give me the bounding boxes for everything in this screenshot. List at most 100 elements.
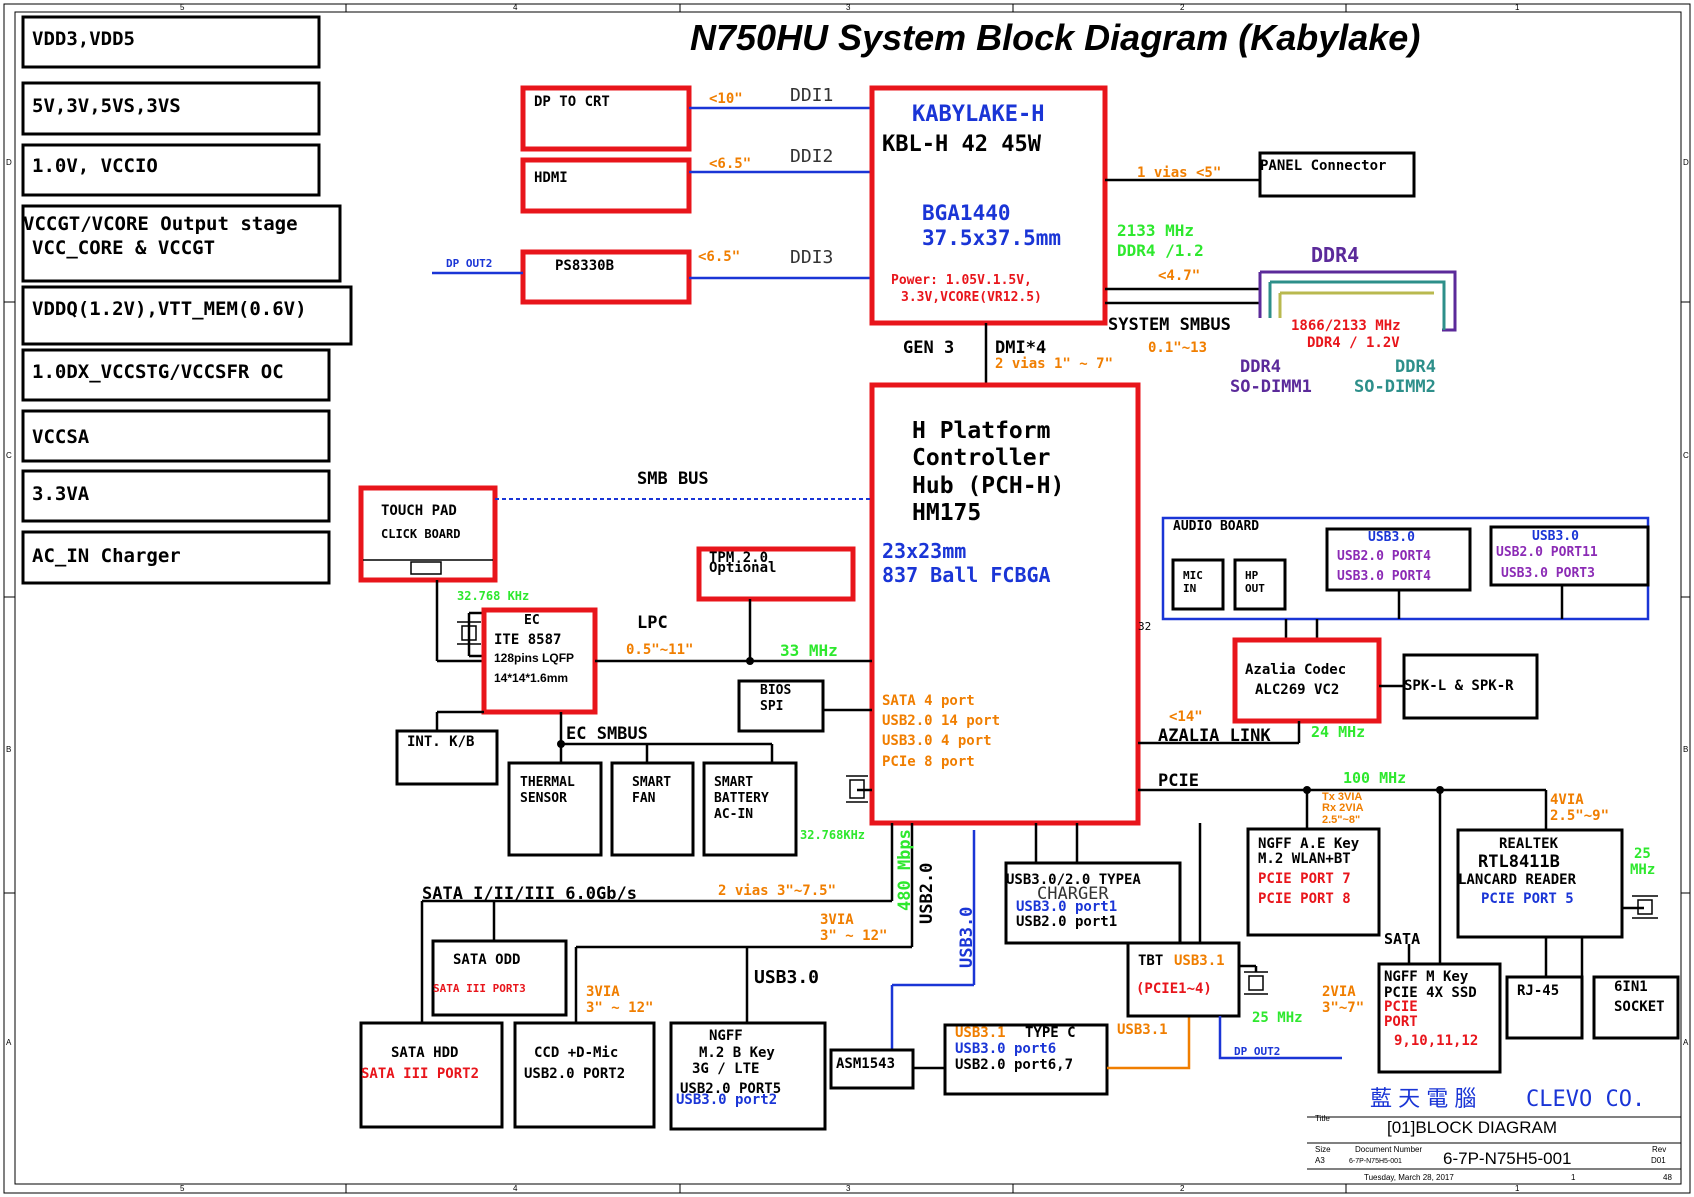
audio-usb1-usb3: USB3.0 PORT4 (1337, 569, 1431, 584)
title-block: 藍 天 電 腦 CLEVO CO. Title [01]BLOCK DIAGRA… (1307, 1086, 1681, 1182)
ngff-b-usb3: USB3.0 port2 (676, 1092, 777, 1108)
ps8330b-label: PS8330B (555, 258, 614, 274)
rail-vccstg: 1.0DX_VCCSTG/VCCSFR OC (32, 361, 284, 383)
frame-col-2b: 2 (1180, 1184, 1185, 1193)
speaker-block (1402, 653, 1539, 720)
sata-odd-port: SATA III PORT3 (433, 982, 526, 995)
usb-typea-charger: CHARGER (1037, 884, 1109, 904)
tbt-freq: 25 MHz (1252, 1010, 1303, 1026)
tbt-usb31: USB3.1 (1174, 953, 1225, 969)
m2-sata-label: SATA (1384, 930, 1420, 948)
sheet-date: Tuesday, March 28, 2017 (1364, 1173, 1454, 1182)
usb-typec-label: TYPE C (1025, 1025, 1076, 1041)
ddi3-length: <6.5" (698, 249, 740, 265)
smart-fan-label-2: FAN (632, 791, 656, 806)
smart-battery-label-2: BATTERY (714, 791, 769, 806)
mem-freq: 2133 MHz (1117, 221, 1194, 240)
smart-fan-block (610, 761, 695, 857)
lan-vendor: REALTEK (1499, 836, 1559, 852)
azalia-freq: 24 MHz (1311, 723, 1365, 741)
lpc-label: LPC (637, 613, 668, 633)
company-name: CLEVO CO. (1526, 1087, 1645, 1112)
lan-crystal (1622, 895, 1658, 919)
clickboard-label: CLICK BOARD (381, 527, 460, 541)
m2-via: 2VIA (1322, 984, 1356, 1000)
rev-caption: Rev (1652, 1145, 1666, 1154)
usb3-vertical-label: USB3.0 (957, 907, 977, 968)
pcie-freq: 100 MHz (1343, 769, 1406, 787)
frame-row-a: A (6, 1038, 12, 1047)
dp-to-crt-block (520, 85, 692, 152)
ngff-b-key: M.2 B Key (699, 1045, 775, 1061)
ngff-ae-port8: PCIE PORT 8 (1258, 891, 1351, 907)
frame-col-4: 4 (513, 3, 518, 12)
power-rail-list: VDD3,VDD5 5V,3V,5VS,3VS 1.0V, VCCIO VCCG… (21, 15, 353, 585)
cpu-size: 37.5x37.5mm (922, 226, 1061, 250)
sata-hdd-block (359, 1021, 504, 1129)
spi-label: SPI (760, 699, 783, 714)
smart-battery-block (702, 761, 798, 857)
azalia-link-label: AZALIA LINK (1158, 726, 1271, 746)
smart-battery-label-3: AC-IN (714, 807, 753, 822)
docnum-small: 6-7P-N75H5-001 (1349, 1158, 1402, 1165)
smart-fan-label-1: SMART (632, 775, 671, 790)
pch-sata-ports: SATA 4 port (882, 693, 975, 709)
pcie-label: PCIE (1158, 771, 1199, 791)
usb-via-2-len: 3" ~ 12" (586, 1000, 653, 1016)
frame-row-a-r: A (1683, 1038, 1689, 1047)
dp-out2-label: DP OUT2 (446, 257, 492, 270)
hp-out-block (1233, 558, 1287, 611)
document-number: 6-7P-N75H5-001 (1443, 1149, 1572, 1168)
pch-usb3-ports: USB3.0 4 port (882, 733, 992, 749)
dmi-label: DMI*4 (995, 338, 1046, 358)
dimm2-label: SO-DIMM2 (1354, 377, 1436, 397)
dmi-gen3: GEN 3 (903, 338, 954, 358)
lan-length: 2.5"~9" (1550, 808, 1609, 824)
lan-chip: RTL8411B (1478, 852, 1560, 872)
lpc-length: 0.5"~11" (626, 642, 693, 658)
ngff-b-title: NGFF (709, 1028, 743, 1044)
tpm-label: TPM 2.0 (709, 550, 768, 566)
ngff-ae-port7: PCIE PORT 7 (1258, 871, 1351, 887)
card-socket-block (1592, 975, 1680, 1040)
tbt-pcie: (PCIE1~4) (1136, 981, 1212, 997)
ngff-m-port: PORT (1384, 1014, 1418, 1030)
ddi1-length: <10" (709, 91, 743, 107)
frame-row-b-r: B (1683, 745, 1688, 754)
title-caption: Title (1315, 1114, 1330, 1123)
ngff-b-lte: 3G / LTE (692, 1061, 759, 1077)
pch-pin-32: 32 (1138, 620, 1151, 633)
cpu-power-1: Power: 1.05V.1.5V, (891, 273, 1032, 288)
sheet-title: [01]BLOCK DIAGRAM (1387, 1118, 1557, 1137)
ngff-b-usb2: USB2.0 PORT5 (680, 1081, 781, 1097)
ccd-label: CCD +D-Mic (534, 1045, 618, 1061)
system-smbus-len: 0.1"~13 (1148, 340, 1207, 356)
ddr4-label: DDR4 (1311, 243, 1359, 267)
usb-typec-usb2: USB2.0 port6,7 (955, 1057, 1073, 1073)
lan-freq: 25 (1634, 846, 1651, 862)
ddi2-length: <6.5" (709, 156, 751, 172)
dimm1-label: SO-DIMM1 (1230, 377, 1312, 397)
rail-vccsa: VCCSA (32, 426, 90, 448)
keyboard-label: INT. K/B (407, 734, 474, 750)
ec-pins: 128pins LQFP (494, 651, 574, 665)
panel-connector-label: PANEL Connector (1260, 158, 1386, 174)
lan-freq-unit: MHz (1630, 862, 1655, 878)
tbt-label: TBT (1138, 953, 1163, 969)
audio-usb1-usb2: USB2.0 PORT4 (1337, 549, 1431, 564)
lan-card-reader: LANCARD READER (1458, 872, 1577, 888)
pch-line-2: Controller (912, 445, 1050, 471)
pch-xtal-freq: 32.768KHz (800, 828, 865, 842)
frame-row-d: D (6, 158, 12, 167)
dmi-vias: 2 vias 1" ~ 7" (995, 356, 1113, 372)
ccd-block (513, 1021, 656, 1129)
frame-col-1b: 1 (1515, 1184, 1520, 1193)
tpm-block (696, 546, 856, 602)
ngff-b-key-block (669, 1021, 827, 1131)
pch-usb2-ports: USB2.0 14 port (882, 713, 1000, 729)
mic-label-2: IN (1183, 582, 1196, 595)
usb-typec-link: USB3.1 (1117, 1022, 1168, 1038)
ngff-m-pcie: PCIE (1384, 999, 1418, 1015)
rail-ac-in: AC_IN Charger (32, 545, 181, 567)
frame-col-5b: 5 (180, 1184, 185, 1193)
